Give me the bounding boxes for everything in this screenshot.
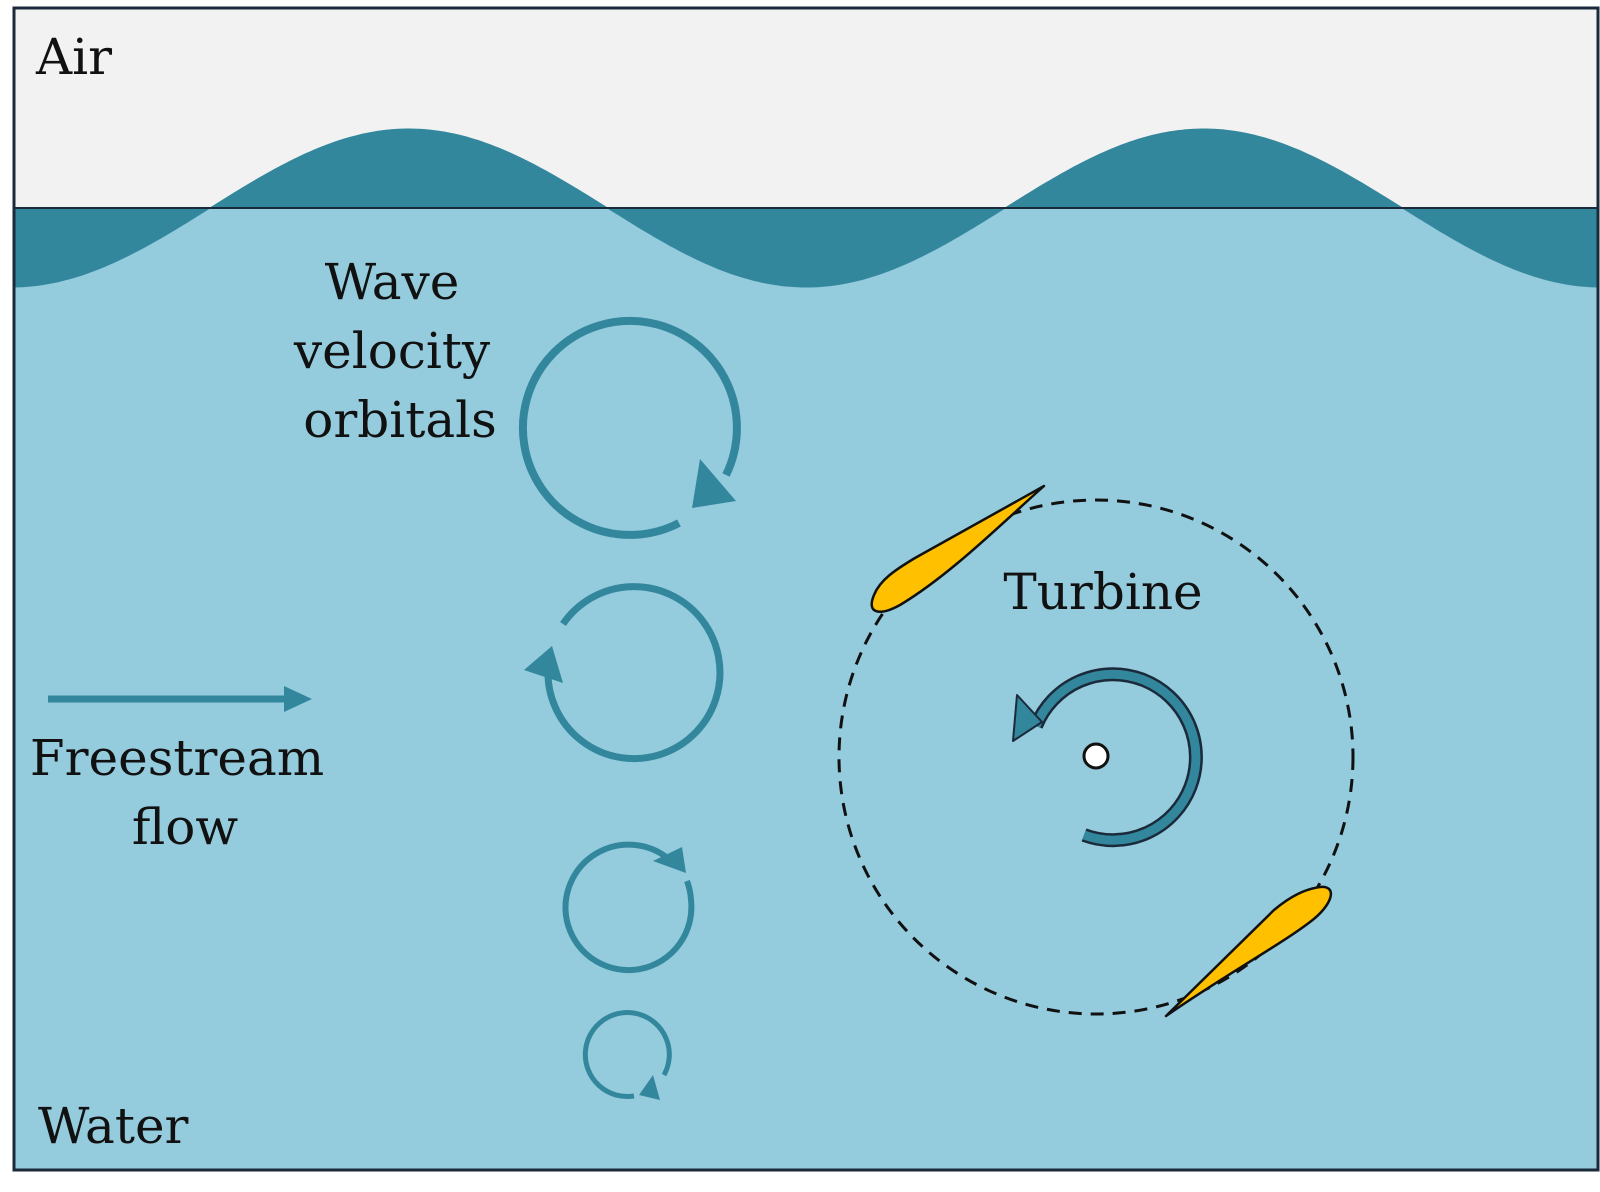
air-region	[14, 8, 1598, 208]
water-region	[14, 208, 1598, 1170]
turbine-blade-lower-right	[1164, 885, 1333, 1018]
freestream-arrow	[48, 686, 312, 712]
turbine-label: Turbine	[1003, 563, 1202, 621]
orbital-large	[518, 317, 741, 539]
wave-orbitals-label: Wave velocity orbitals	[293, 253, 506, 449]
air-label: Air	[35, 28, 112, 86]
orbital-small	[562, 841, 695, 974]
turbine-blade-path	[837, 498, 1355, 1016]
diagram-frame	[12, 6, 1600, 1172]
orbital-medium	[524, 583, 724, 763]
turbine-hub	[1082, 742, 1110, 770]
turbine-rotation-arrow	[1012, 667, 1203, 848]
turbine-blade-upper-left	[870, 484, 1046, 613]
orbital-smallest	[582, 1010, 672, 1100]
freestream-label: Freestream flow	[30, 729, 340, 856]
water-label: Water	[38, 1097, 189, 1155]
